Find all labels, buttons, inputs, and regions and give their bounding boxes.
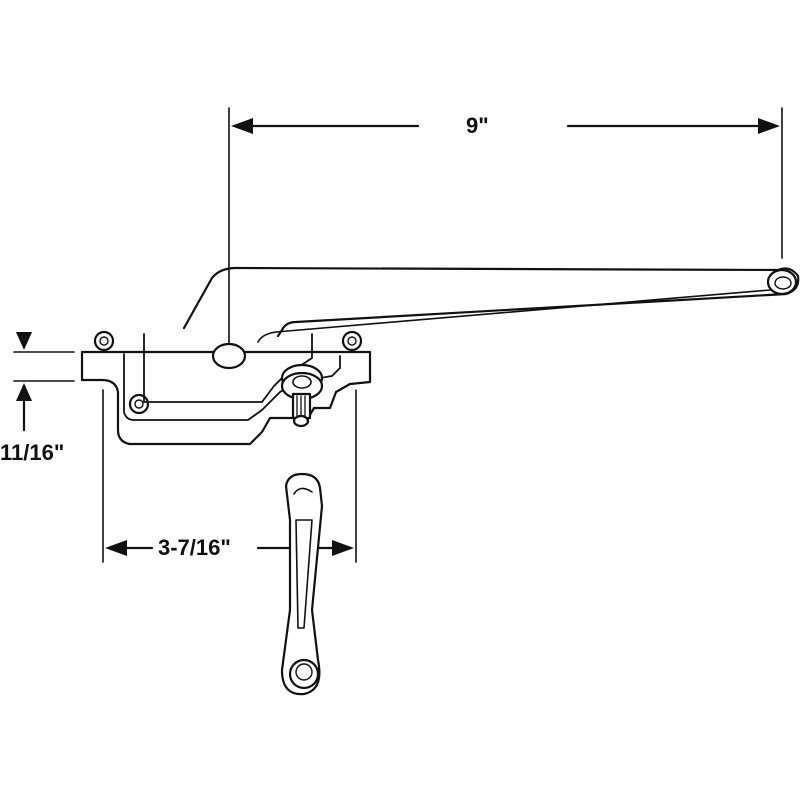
mount-width-label: 3-7/16": [158, 535, 231, 560]
dimension-11-16-inch: [13, 332, 75, 432]
base-plate-icon: [80, 330, 372, 446]
dimension-9-inch: [228, 107, 783, 361]
overall-length-label: 9": [466, 113, 489, 138]
arrowhead-left-icon: [231, 118, 253, 134]
spline-shaft-icon: [280, 363, 324, 428]
arrowhead-right-icon: [332, 540, 354, 556]
arrowhead-right-icon: [758, 118, 780, 134]
dimension-3-7-16-inch: [102, 389, 357, 563]
arrowhead-left-icon: [105, 540, 127, 556]
crank-handle-icon: [280, 472, 324, 696]
arrowhead-up-icon: [16, 383, 32, 401]
operator-arm-icon: [182, 266, 800, 343]
arrowhead-down-icon: [16, 332, 32, 350]
mount-height-label: 11/16": [0, 440, 65, 465]
